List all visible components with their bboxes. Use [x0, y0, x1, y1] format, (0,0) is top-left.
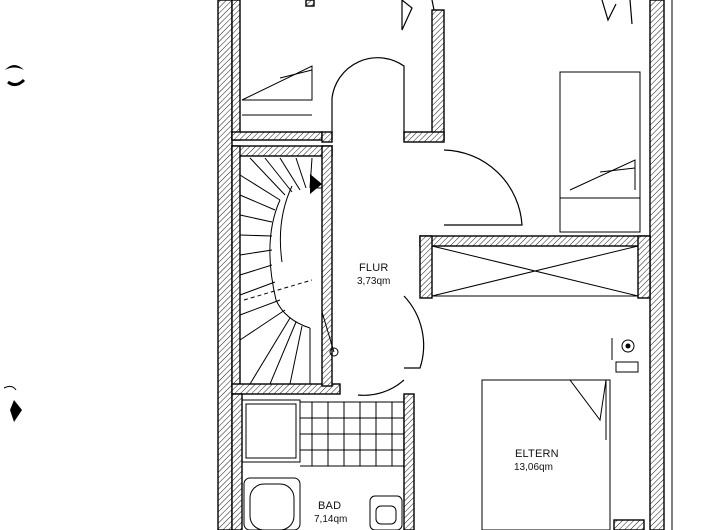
stair-direction-arrow-icon [310, 174, 322, 194]
punch-hole-mark-icon [3, 385, 17, 391]
flur-area: 3,73qm [357, 276, 390, 287]
eltern-area: 13,06qm [514, 462, 553, 473]
corridor-walls [321, 9, 445, 143]
eltern-room [481, 338, 645, 530]
bad-room [231, 393, 415, 530]
wardrobe-block [419, 235, 651, 299]
eltern-name: ELTERN [515, 448, 559, 460]
punch-hole-mark-icon [10, 400, 22, 422]
outlet-symbol-icon [621, 339, 635, 353]
flur-name: FLUR [359, 262, 389, 274]
punch-hole-marks [3, 65, 26, 422]
exterior-walls [217, 0, 673, 530]
bad-label: BAD 7,14qm [314, 500, 347, 525]
punch-hole-mark-icon [5, 65, 24, 70]
newel-post-icon [329, 347, 339, 357]
eltern-label: ELTERN 13,06qm [514, 448, 559, 473]
bad-name: BAD [318, 500, 341, 512]
flur-label: FLUR 3,73qm [357, 262, 390, 287]
right-room [559, 71, 641, 233]
stair-treads [239, 157, 322, 385]
staircase [231, 145, 341, 395]
punch-hole-mark-icon [7, 78, 26, 87]
bad-tiles [300, 401, 404, 467]
bad-area: 7,14qm [314, 514, 347, 525]
